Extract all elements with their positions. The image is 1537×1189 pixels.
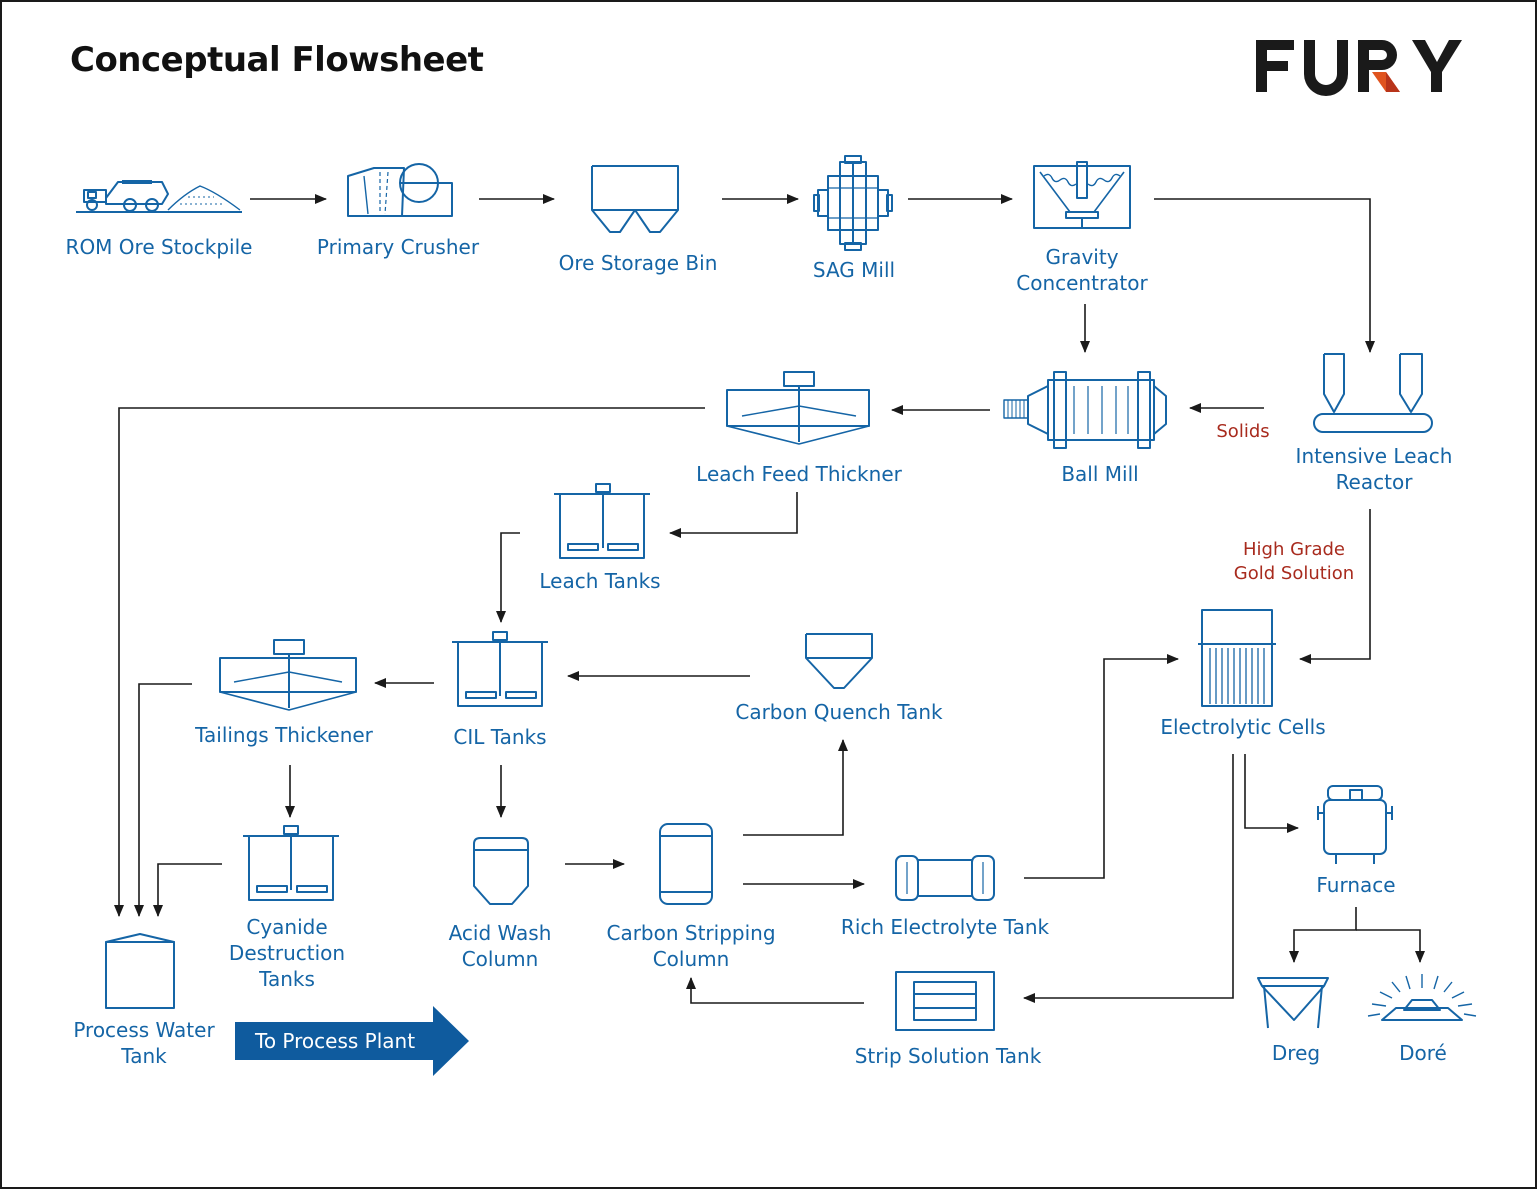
label-line: Primary Crusher (316, 235, 480, 259)
label-line: SAG Mill (812, 258, 896, 282)
label-furnace: Furnace (1316, 872, 1395, 898)
acid-wash-column-icon (473, 837, 529, 905)
arrow-gravity-to-reactor (1154, 198, 1375, 353)
label-cyanide-destruction-tanks: Cyanide Destruction Tanks (229, 914, 345, 992)
to-process-plant-label: To Process Plant (255, 1029, 416, 1053)
stream-label-high-grade-gold-solution: High Grade Gold Solution (1234, 538, 1354, 586)
label-line: Carbon Stripping (606, 921, 776, 945)
arrow-cyanide-to-water (153, 863, 222, 917)
haul-truck-stockpile-icon (76, 180, 242, 213)
label-line: Ore Storage Bin (558, 251, 718, 275)
electrolytic-cell-icon (1198, 609, 1276, 707)
label-line: Carbon Quench Tank (735, 700, 943, 724)
hopper-tank-icon (805, 633, 873, 689)
fury-logo (1256, 40, 1462, 96)
label-line: Ball Mill (1061, 462, 1139, 486)
label-line: Destruction (228, 941, 346, 965)
label-line: Cyanide (246, 915, 328, 939)
arrow-thickener-to-leach (669, 492, 798, 538)
stream-label-solids: Solids (1216, 420, 1269, 444)
label-sag-mill: SAG Mill (813, 257, 895, 283)
arrow-electrolyte-to-cells (1024, 654, 1179, 879)
leach-reactor-icon (1313, 353, 1433, 433)
label-line: Tanks (259, 967, 315, 991)
label-line: Acid Wash (448, 921, 552, 945)
horizontal-tank-icon (895, 855, 995, 901)
label-electrolytic-cells: Electrolytic Cells (1160, 714, 1325, 740)
strip-tank-icon (895, 971, 995, 1031)
label-line: Tank (121, 1044, 167, 1068)
label-acid-wash-column: Acid Wash Column (449, 920, 552, 972)
label-leach-feed-thickener: Leach Feed Thickner (696, 461, 902, 487)
arrow-thickener-to-water (114, 407, 705, 917)
arrow-furnace-to-dreg (1289, 907, 1357, 963)
label-leach-tanks: Leach Tanks (539, 568, 660, 594)
to-process-plant-arrow (235, 1006, 469, 1076)
label-primary-crusher: Primary Crusher (317, 234, 479, 260)
label-ore-storage-bin: Ore Storage Bin (559, 250, 718, 276)
storage-bin-icon (591, 165, 679, 233)
water-tank-icon (105, 933, 175, 1009)
label-carbon-quench-tank: Carbon Quench Tank (735, 699, 942, 725)
arrow-tailings-to-water (134, 683, 192, 917)
arrow-leach-to-cil (496, 532, 520, 623)
sag-mill-icon (813, 155, 893, 251)
label-line: Doré (1399, 1041, 1447, 1065)
label-line: Column (652, 947, 730, 971)
label-ball-mill: Ball Mill (1061, 461, 1138, 487)
label-line: High Grade (1243, 539, 1345, 560)
label-rich-electrolyte-tank: Rich Electrolyte Tank (841, 914, 1049, 940)
agitated-tank-icon (243, 825, 339, 901)
label-line: Gravity (1045, 245, 1119, 269)
label-dreg: Dreg (1272, 1040, 1320, 1066)
agitated-tank-icon (554, 483, 650, 559)
thickener-icon (726, 371, 870, 445)
label-line: Leach Tanks (539, 569, 661, 593)
agitated-tank-icon (452, 631, 548, 707)
label-line: Rich Electrolyte Tank (840, 915, 1050, 939)
furnace-icon (1317, 785, 1393, 864)
arrow-cells-to-furnace (1244, 754, 1299, 833)
label-line: Solids (1216, 421, 1270, 442)
label-line: Strip Solution Tank (854, 1044, 1042, 1068)
arrow-reactor-to-cells (1299, 509, 1371, 664)
ball-mill-icon (1003, 371, 1167, 449)
dore-bar-icon (1367, 974, 1477, 1021)
label-line: Tailings Thickener (195, 723, 373, 747)
jaw-crusher-icon (347, 163, 453, 217)
page-title: Conceptual Flowsheet (70, 40, 484, 80)
label-cil-tanks: CIL Tanks (453, 724, 546, 750)
label-line: Intensive Leach (1295, 444, 1453, 468)
gravity-concentrator-icon (1033, 161, 1131, 229)
label-line: Leach Feed Thickner (696, 462, 902, 486)
label-line: Gold Solution (1233, 563, 1355, 584)
label-gravity-concentrator: Gravity Concentrator (1016, 244, 1147, 296)
label-line: Electrolytic Cells (1160, 715, 1326, 739)
dreg-hopper-icon (1257, 977, 1329, 1029)
thickener-icon (219, 639, 357, 711)
label-line: Furnace (1316, 873, 1396, 897)
label-tailings-thickener: Tailings Thickener (195, 722, 373, 748)
label-line: Column (461, 947, 539, 971)
label-line: Process Water (73, 1018, 215, 1042)
arrow-strip-to-stripping (686, 977, 864, 1004)
arrow-stripping-to-quench (743, 739, 848, 836)
label-carbon-stripping-column: Carbon Stripping Column (606, 920, 775, 972)
label-rom-ore-stockpile: ROM Ore Stockpile (66, 234, 253, 260)
arrow-furnace-to-dore (1356, 929, 1425, 963)
label-intensive-leach-reactor: Intensive Leach Reactor (1296, 443, 1453, 495)
arrow-cells-to-strip (1023, 754, 1234, 1003)
label-line: Dreg (1271, 1041, 1321, 1065)
label-dore: Doré (1399, 1040, 1447, 1066)
stripping-column-icon (659, 823, 713, 905)
label-line: ROM Ore Stockpile (65, 235, 253, 259)
label-line: CIL Tanks (453, 725, 547, 749)
label-line: Reactor (1335, 470, 1413, 494)
label-line: Concentrator (1016, 271, 1148, 295)
label-strip-solution-tank: Strip Solution Tank (855, 1043, 1042, 1069)
label-process-water-tank: Process Water Tank (73, 1017, 214, 1069)
